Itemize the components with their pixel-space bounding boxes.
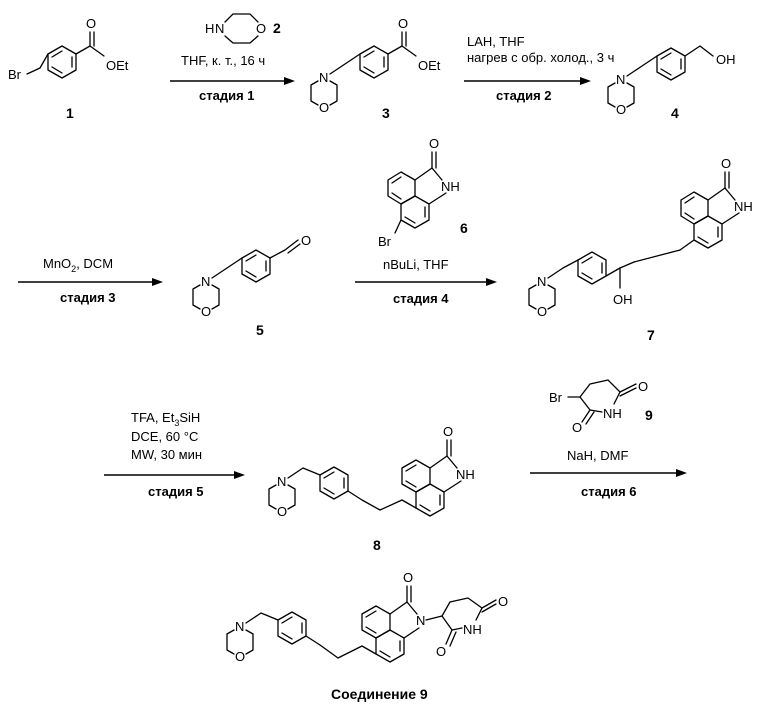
svg-text:Br: Br (8, 67, 22, 82)
svg-text:O: O (201, 304, 211, 319)
final-compound-9-structure: N O O N O NH O (227, 570, 508, 664)
compound-number-4: 4 (671, 105, 679, 121)
step5-conditions-line1: TFA, Et3SiH (131, 410, 200, 428)
step5-conditions-line2: DCE, 60 °C (131, 429, 198, 444)
compound-3-structure: N O O OEt (311, 16, 441, 115)
step1-conditions: THF, к. т., 16 ч (181, 53, 265, 68)
svg-text:H: H (205, 21, 214, 36)
svg-text:NH: NH (463, 622, 482, 637)
compound-number-8: 8 (373, 537, 381, 553)
svg-text:O: O (537, 304, 547, 319)
step2-conditions-line1: LAH, THF (467, 34, 525, 49)
step6-conditions: NaH, DMF (567, 448, 628, 463)
compound-number-7: 7 (647, 327, 655, 343)
compound-number-1: 1 (66, 105, 74, 121)
step5-label: стадия 5 (148, 484, 204, 499)
svg-text:O: O (429, 136, 439, 151)
svg-text:O: O (277, 504, 287, 519)
compound-number-6: 6 (460, 220, 468, 236)
svg-text:O: O (498, 594, 508, 609)
svg-text:N: N (616, 72, 625, 87)
svg-text:N: N (277, 474, 286, 489)
svg-text:N: N (201, 274, 210, 289)
svg-text:OH: OH (716, 52, 736, 67)
compound-number-9-reagent: 9 (645, 407, 653, 423)
step5-conditions-line3: MW, 30 мин (131, 447, 202, 462)
svg-text:N: N (319, 70, 328, 85)
step4-conditions: nBuLi, THF (383, 257, 449, 272)
svg-text:O: O (638, 379, 648, 394)
svg-text:O: O (398, 16, 408, 31)
svg-text:NH: NH (456, 467, 475, 482)
final-compound-label: Соединение 9 (331, 686, 428, 702)
svg-text:N: N (416, 613, 425, 628)
compound-5-structure: N O O (193, 233, 311, 319)
svg-text:NH: NH (441, 179, 460, 194)
compound-8-structure: N O O NH (269, 424, 475, 519)
svg-text:O: O (235, 649, 245, 664)
step1-label: стадия 1 (199, 88, 255, 103)
svg-text:N: N (215, 21, 224, 36)
step2-label: стадия 2 (496, 88, 552, 103)
svg-text:O: O (256, 21, 266, 36)
svg-text:O: O (616, 102, 626, 117)
svg-text:O: O (436, 644, 446, 659)
compound-number-5: 5 (256, 322, 264, 338)
compound-9-reagent-structure: Br O NH O (549, 379, 648, 435)
compound-1-structure: Br O OEt (8, 16, 129, 82)
svg-text:Br: Br (378, 234, 392, 249)
svg-text:O: O (572, 420, 582, 435)
svg-text:N: N (235, 619, 244, 634)
compound-number-3: 3 (382, 105, 390, 121)
compound-6-structure: O NH Br (378, 136, 460, 249)
svg-text:O: O (319, 100, 329, 115)
step3-label: стадия 3 (60, 290, 116, 305)
svg-text:NH: NH (603, 406, 622, 421)
step6-label: стадия 6 (581, 484, 637, 499)
svg-text:O: O (301, 233, 311, 248)
step4-label: стадия 4 (393, 291, 449, 306)
compound-number-2: 2 (273, 20, 281, 36)
svg-text:OEt: OEt (418, 58, 441, 73)
step2-conditions-line2: нагрев с обр. холод., 3 ч (467, 50, 614, 65)
svg-text:N: N (537, 274, 546, 289)
svg-text:O: O (86, 16, 96, 31)
svg-text:OH: OH (613, 292, 633, 307)
svg-text:Br: Br (549, 390, 563, 405)
svg-text:O: O (443, 424, 453, 439)
step3-conditions: MnO2, DCM (43, 256, 113, 274)
svg-text:OEt: OEt (106, 58, 129, 73)
svg-text:O: O (721, 156, 731, 171)
svg-text:O: O (403, 570, 413, 585)
compound-2-structure: H N O (205, 14, 266, 43)
compound-7-structure: N O OH O NH (529, 156, 753, 319)
svg-text:NH: NH (734, 199, 753, 214)
